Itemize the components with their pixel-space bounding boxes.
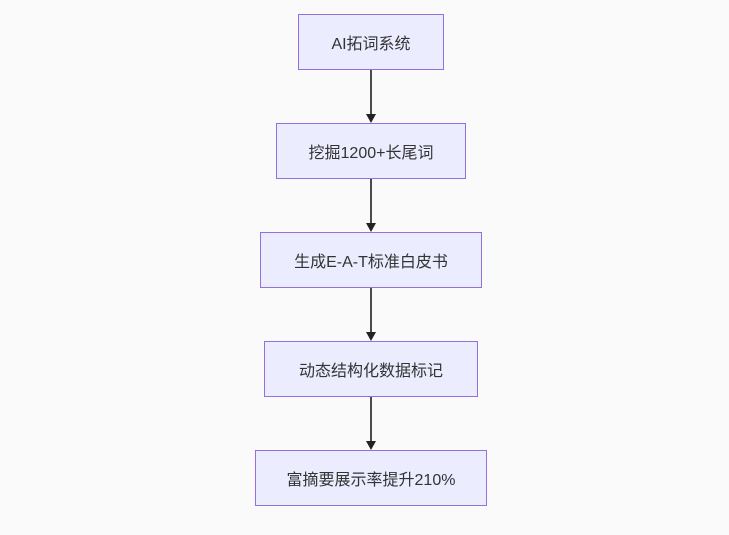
flow-node-structured-data-markup: 动态结构化数据标记 bbox=[264, 341, 478, 397]
flow-node-label: 生成E-A-T标准白皮书 bbox=[294, 254, 448, 271]
edge-line bbox=[370, 397, 372, 441]
arrow-down-icon bbox=[366, 223, 376, 232]
flow-edge-1 bbox=[366, 70, 376, 123]
arrow-down-icon bbox=[366, 114, 376, 123]
edge-line bbox=[370, 288, 372, 332]
flow-node-ai-keyword-system: AI拓词系统 bbox=[298, 14, 444, 70]
flow-node-eat-whitepaper: 生成E-A-T标准白皮书 bbox=[260, 232, 482, 288]
flow-edge-3 bbox=[366, 288, 376, 341]
edge-line bbox=[370, 70, 372, 114]
edge-line bbox=[370, 179, 372, 223]
flow-node-label: 动态结构化数据标记 bbox=[298, 363, 443, 380]
flow-node-longtail-mining: 挖掘1200+长尾词 bbox=[276, 123, 466, 179]
flow-node-rich-snippet-result: 富摘要展示率提升210% bbox=[255, 450, 487, 506]
arrow-down-icon bbox=[366, 332, 376, 341]
flow-edge-2 bbox=[366, 179, 376, 232]
arrow-down-icon bbox=[366, 441, 376, 450]
flow-node-label: 富摘要展示率提升210% bbox=[286, 472, 456, 489]
flow-edge-4 bbox=[366, 397, 376, 450]
flow-node-label: 挖掘1200+长尾词 bbox=[308, 145, 434, 162]
flow-node-label: AI拓词系统 bbox=[331, 36, 411, 53]
